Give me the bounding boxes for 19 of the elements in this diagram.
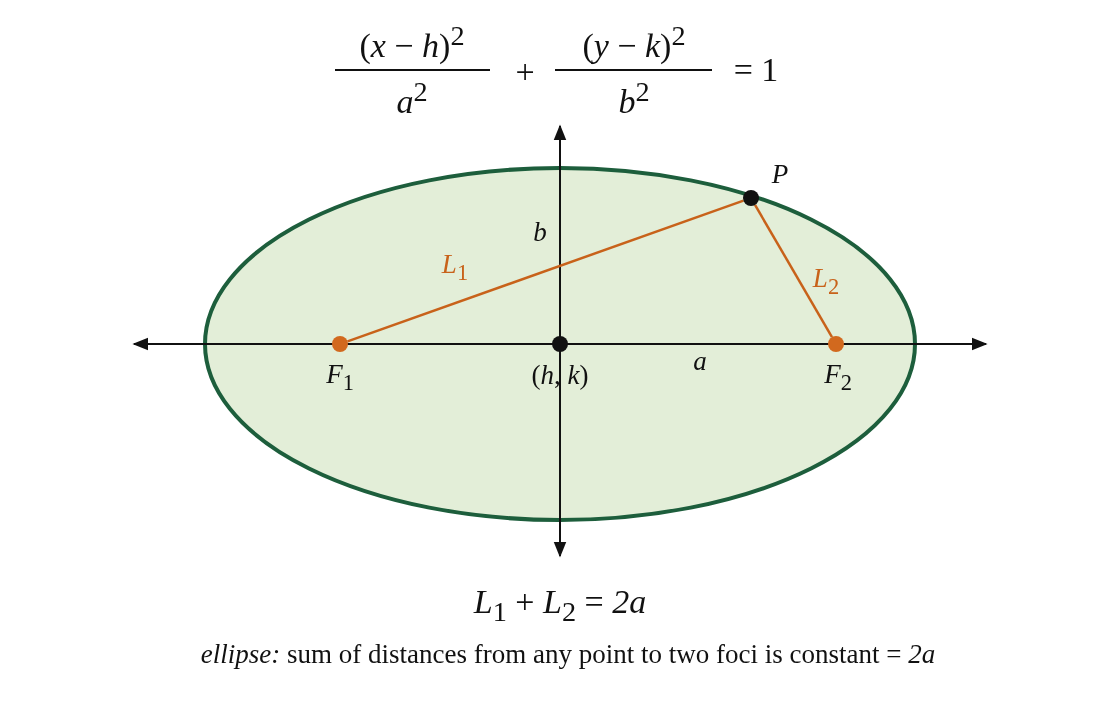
formula-term: (y − k)$^{2}$: [582, 19, 686, 65]
formula-term: a$^{2}$: [396, 75, 428, 121]
caption-text: ellipse: sum of distances from any point to two foci is constant = 2a: [200, 640, 936, 670]
point-label: P: [771, 160, 789, 190]
formula-term: = 1: [733, 51, 779, 89]
line-segment: [347, 199, 744, 343]
coordinate-label: (h, k): [531, 361, 589, 391]
formula-term: b$^{2}$: [618, 75, 650, 121]
line-segment: [753, 204, 834, 338]
segment-label: L$_{2}$: [812, 264, 840, 300]
segment-label: L$_{1}$: [441, 250, 469, 286]
equation-text: L$_{1}$ + L$_{2}$ = 2a: [473, 583, 647, 627]
formula-operator: +: [515, 53, 535, 91]
focus-label: F$_{2}$: [824, 360, 852, 396]
point-marker: [743, 190, 759, 206]
focus-label: F$_{1}$: [326, 360, 354, 396]
axis-label: b: [533, 218, 547, 248]
formula-term: (x − h)$^{2}$: [359, 19, 465, 65]
axis-label: a: [693, 347, 707, 377]
